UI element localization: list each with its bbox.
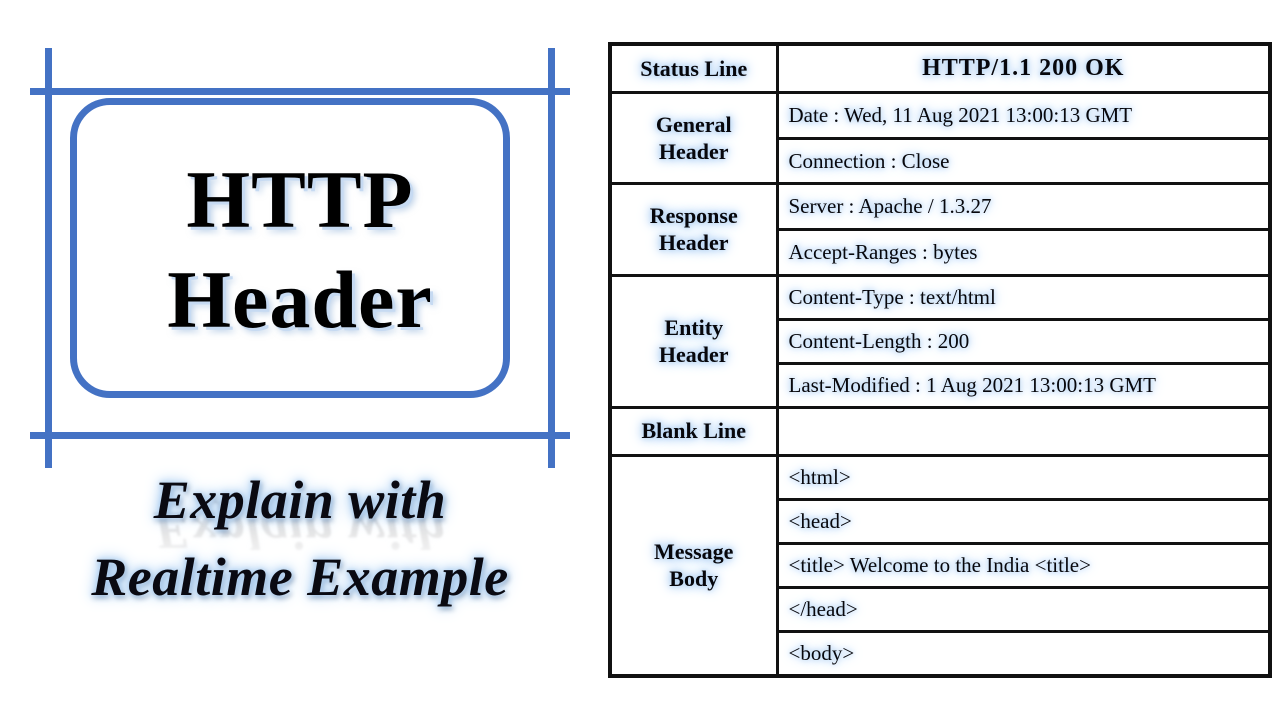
decorative-frame bbox=[30, 38, 570, 468]
row-label-line: Blank Line bbox=[641, 418, 747, 444]
frame-bar-right bbox=[548, 48, 555, 468]
row-value: HTTP/1.1 200 OK bbox=[775, 42, 1272, 95]
row-value: Date : Wed, 11 Aug 2021 13:00:13 GMT bbox=[775, 91, 1272, 140]
tagline-line-1: Explain with bbox=[153, 470, 447, 530]
table-row: </head> bbox=[610, 585, 1272, 633]
table-row: Last-Modified : 1 Aug 2021 13:00:13 GMT bbox=[610, 361, 1272, 409]
table-row: <title> Welcome to the India <title> bbox=[610, 541, 1272, 589]
row-value: <body> bbox=[775, 629, 1272, 678]
row-value: Connection : Close bbox=[775, 136, 1272, 186]
table-row: Status Line HTTP/1.1 200 OK bbox=[608, 42, 1272, 95]
row-value: Last-Modified : 1 Aug 2021 13:00:13 GMT bbox=[775, 361, 1272, 409]
row-label-line: Message bbox=[654, 538, 734, 564]
row-value: <title> Welcome to the India <title> bbox=[775, 541, 1272, 589]
row-value: Server : Apache / 1.3.27 bbox=[775, 182, 1272, 231]
frame-bar-top bbox=[30, 88, 570, 95]
table-row: <head> bbox=[610, 497, 1272, 545]
row-value: Content-Type : text/html bbox=[775, 273, 1272, 321]
table-row: <body> bbox=[610, 629, 1272, 678]
row-label-line: Header bbox=[658, 342, 729, 368]
row-label-line: Response bbox=[649, 202, 738, 228]
page-title-line-1: HTTP bbox=[186, 153, 414, 245]
row-value: Accept-Ranges : bytes bbox=[775, 227, 1272, 277]
table-row: Accept-Ranges : bytes bbox=[610, 227, 1272, 277]
row-value: Content-Length : 200 bbox=[775, 317, 1272, 365]
table-row: Connection : Close bbox=[610, 136, 1272, 186]
row-label-status-line: Status Line bbox=[608, 42, 779, 95]
row-label-line: Body bbox=[669, 566, 719, 592]
row-label-line: General bbox=[655, 111, 732, 137]
table-row: Blank Line bbox=[608, 405, 1272, 457]
row-value bbox=[775, 405, 1272, 457]
page-title-line-2: Header bbox=[167, 254, 433, 345]
row-label-blank-line: Blank Line bbox=[608, 405, 779, 457]
row-value: <html> bbox=[775, 453, 1272, 501]
frame-bar-bottom bbox=[30, 432, 570, 439]
row-label-line: Header bbox=[658, 139, 729, 165]
table-row: Content-Length : 200 bbox=[610, 317, 1272, 365]
row-label-line: Status Line bbox=[640, 55, 748, 81]
row-label-line: Entity bbox=[664, 314, 724, 340]
row-label-line: Header bbox=[658, 230, 729, 256]
row-value: </head> bbox=[775, 585, 1272, 633]
rounded-rectangle-frame bbox=[70, 98, 510, 398]
page-title: HTTP Header bbox=[70, 100, 530, 400]
tagline-line-2: Realtime Example bbox=[91, 546, 509, 607]
tagline: Explain with Realtime Example bbox=[0, 462, 600, 615]
frame-bar-left bbox=[45, 48, 52, 468]
row-value: <head> bbox=[775, 497, 1272, 545]
left-panel: HTTP Header Realtime Example Explain wit… bbox=[0, 0, 600, 720]
